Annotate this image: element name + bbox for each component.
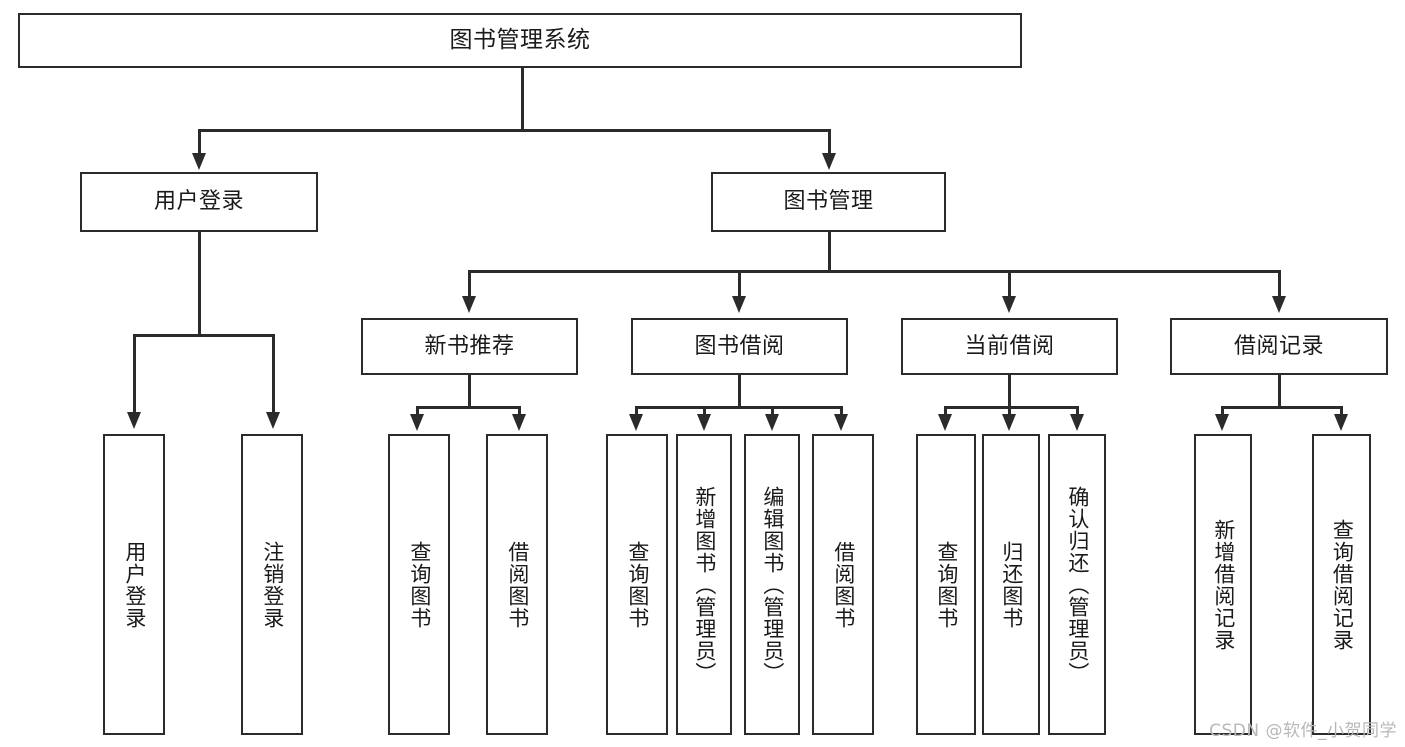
connector-new-book-recommend-bar: [416, 406, 521, 409]
node-label: 当前借阅: [964, 333, 1055, 359]
node-label: 图书管理: [783, 189, 874, 214]
arrowhead-current-borrow: [1002, 296, 1016, 313]
connector-to-new-book-recommend: [468, 270, 471, 298]
node-root-library-system[interactable]: 图书管理系统: [18, 13, 1022, 68]
arrowhead-leaf-add-book: [697, 414, 711, 431]
connector-to-leaf-borrow-book-1: [518, 406, 521, 416]
connector-new-book-recommend-stem: [468, 375, 471, 408]
node-label: 查询图书: [625, 540, 650, 629]
connector-to-leaf-return-book: [1008, 406, 1011, 416]
arrowhead-leaf-borrow-book-2: [834, 414, 848, 431]
arrowhead-book-borrow: [732, 296, 746, 313]
connector-to-leaf-add-book: [703, 406, 706, 416]
connector-to-leaf-add-record: [1221, 406, 1224, 416]
connector-current-borrow-bar: [944, 406, 1078, 409]
arrowhead-user-login: [192, 153, 206, 170]
connector-current-borrow-stem: [1008, 375, 1011, 408]
connector-book-management-stem: [828, 232, 831, 272]
node-label: 查询借阅记录: [1330, 518, 1355, 651]
connector-root-bar: [198, 129, 831, 132]
connector-root-stem: [521, 68, 524, 130]
node-leaf-query-record[interactable]: 查询借阅记录: [1312, 434, 1371, 735]
node-label: 注销登录: [260, 540, 285, 629]
node-label: 图书管理系统: [449, 27, 591, 53]
node-new-book-recommend[interactable]: 新书推荐: [361, 318, 578, 375]
node-label: 借阅记录: [1233, 333, 1324, 359]
arrowhead-leaf-user-login: [127, 412, 141, 429]
node-leaf-borrow-book-2[interactable]: 借阅图书: [812, 434, 874, 735]
arrowhead-leaf-return-book: [1002, 414, 1016, 431]
node-leaf-edit-book[interactable]: 编辑图书（管理员）: [744, 434, 800, 735]
node-label: 查询图书: [407, 540, 432, 629]
node-leaf-borrow-book-1[interactable]: 借阅图书: [486, 434, 548, 735]
connector-to-leaf-query-book-3: [944, 406, 947, 416]
node-leaf-query-book-1[interactable]: 查询图书: [388, 434, 450, 735]
arrowhead-leaf-borrow-book-1: [512, 414, 526, 431]
node-leaf-add-record[interactable]: 新增借阅记录: [1194, 434, 1252, 735]
arrowhead-leaf-query-book-2: [629, 414, 643, 431]
node-label: 确认归还（管理员）: [1065, 485, 1090, 684]
node-label: 图书借阅: [694, 333, 785, 359]
node-leaf-confirm-return[interactable]: 确认归还（管理员）: [1048, 434, 1106, 735]
connector-borrow-record-stem: [1278, 375, 1281, 408]
arrowhead-new-book-recommend: [462, 296, 476, 313]
arrowhead-leaf-edit-book: [765, 414, 779, 431]
node-book-management[interactable]: 图书管理: [711, 172, 946, 232]
node-label: 借阅图书: [505, 540, 530, 629]
arrowhead-book-management: [822, 153, 836, 170]
node-user-login[interactable]: 用户登录: [80, 172, 318, 232]
node-leaf-user-logout[interactable]: 注销登录: [241, 434, 303, 735]
node-leaf-query-book-2[interactable]: 查询图书: [606, 434, 668, 735]
connector-borrow-record-bar: [1221, 406, 1343, 409]
arrowhead-leaf-query-book-1: [410, 414, 424, 431]
connector-to-book-borrow: [738, 270, 741, 298]
connector-to-leaf-user-login: [133, 334, 136, 414]
arrowhead-leaf-add-record: [1215, 414, 1229, 431]
node-label: 借阅图书: [831, 540, 856, 629]
connector-to-leaf-confirm-return: [1076, 406, 1079, 416]
connector-book-borrow-bar: [635, 406, 842, 409]
connector-to-leaf-query-book-1: [416, 406, 419, 416]
node-current-borrow[interactable]: 当前借阅: [901, 318, 1118, 375]
node-label: 用户登录: [122, 540, 147, 629]
connector-level3-bar: [468, 270, 1280, 273]
node-label: 归还图书: [999, 540, 1024, 629]
arrowhead-leaf-user-logout: [266, 412, 280, 429]
connector-to-leaf-edit-book: [771, 406, 774, 416]
node-leaf-add-book[interactable]: 新增图书（管理员）: [676, 434, 732, 735]
connector-to-current-borrow: [1008, 270, 1011, 298]
node-borrow-record[interactable]: 借阅记录: [1170, 318, 1388, 375]
watermark-credit: CSDN @软件_小贺同学: [1209, 721, 1397, 741]
arrowhead-leaf-query-record: [1334, 414, 1348, 431]
connector-user-login-bar: [133, 334, 275, 337]
node-label: 新增借阅记录: [1211, 518, 1236, 651]
connector-to-leaf-user-logout: [272, 334, 275, 414]
connector-to-leaf-query-book-2: [635, 406, 638, 416]
arrowhead-leaf-query-book-3: [938, 414, 952, 431]
connector-to-book-management: [828, 129, 831, 155]
connector-to-leaf-borrow-book-2: [840, 406, 843, 416]
node-leaf-query-book-3[interactable]: 查询图书: [916, 434, 976, 735]
node-label: 用户登录: [153, 189, 244, 214]
node-book-borrow[interactable]: 图书借阅: [631, 318, 848, 375]
node-leaf-user-login[interactable]: 用户登录: [103, 434, 165, 735]
node-label: 新增图书（管理员）: [692, 485, 717, 684]
connector-to-leaf-query-record: [1340, 406, 1343, 416]
arrowhead-borrow-record: [1272, 296, 1286, 313]
node-leaf-return-book[interactable]: 归还图书: [982, 434, 1040, 735]
connector-user-login-stem: [198, 232, 201, 335]
connector-to-borrow-record: [1278, 270, 1281, 298]
node-label: 新书推荐: [424, 333, 515, 359]
connector-to-user-login: [198, 129, 201, 155]
connector-book-borrow-stem: [738, 375, 741, 408]
node-label: 查询图书: [934, 540, 959, 629]
arrowhead-leaf-confirm-return: [1070, 414, 1084, 431]
node-label: 编辑图书（管理员）: [760, 485, 785, 684]
